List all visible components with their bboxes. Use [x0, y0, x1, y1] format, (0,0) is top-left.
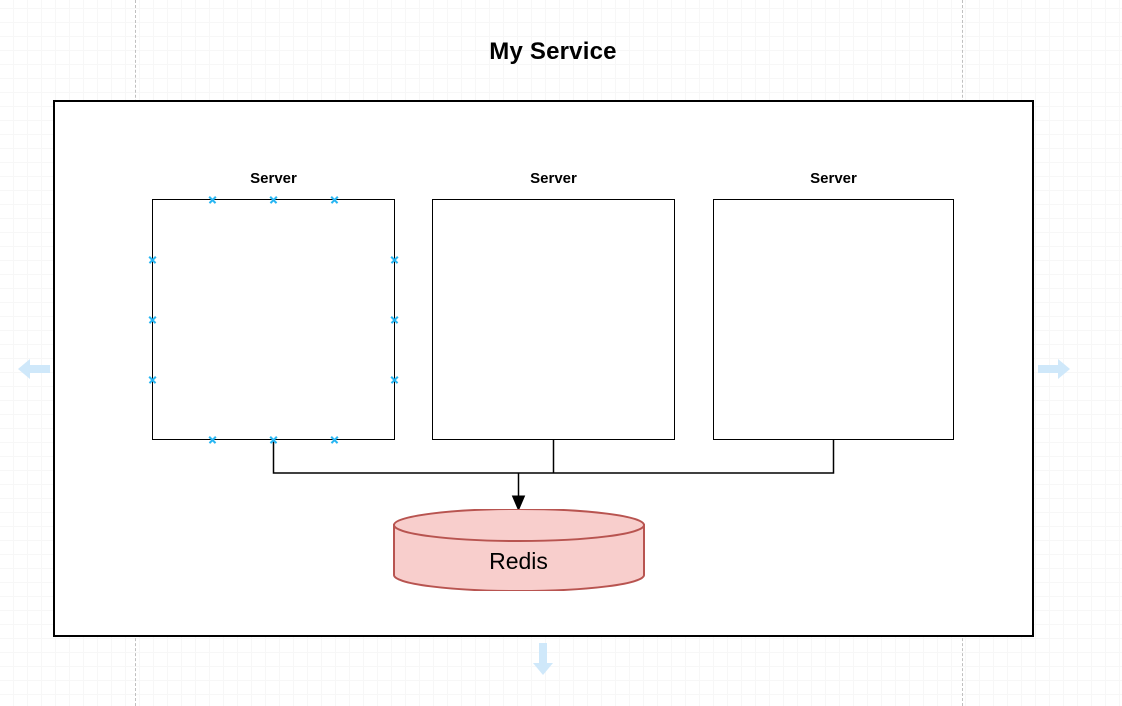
direction-arrow-left[interactable]	[18, 357, 50, 381]
direction-arrow-right[interactable]	[1038, 357, 1070, 381]
server-box-2[interactable]	[432, 199, 675, 440]
connection-point-marker[interactable]	[390, 315, 399, 324]
redis-label: Redis	[489, 548, 548, 574]
connection-point-marker[interactable]	[330, 195, 339, 204]
page-title[interactable]: My Service	[489, 38, 617, 65]
server-box-1[interactable]	[152, 199, 395, 440]
connection-point-marker[interactable]	[390, 375, 399, 384]
connection-point-marker[interactable]	[148, 315, 157, 324]
server-label-3: Server	[810, 170, 857, 187]
server-label-1: Server	[250, 170, 297, 187]
connection-point-marker[interactable]	[269, 195, 278, 204]
connection-point-marker[interactable]	[390, 255, 399, 264]
direction-arrow-down[interactable]	[531, 643, 555, 675]
server-box-3[interactable]	[713, 199, 954, 440]
redis-database-shape[interactable]	[392, 509, 647, 591]
connection-point-marker[interactable]	[269, 435, 278, 444]
connection-point-marker[interactable]	[148, 255, 157, 264]
connection-point-marker[interactable]	[148, 375, 157, 384]
connection-point-marker[interactable]	[208, 195, 217, 204]
connection-point-marker[interactable]	[330, 435, 339, 444]
connection-point-marker[interactable]	[208, 435, 217, 444]
server-label-2: Server	[530, 170, 577, 187]
